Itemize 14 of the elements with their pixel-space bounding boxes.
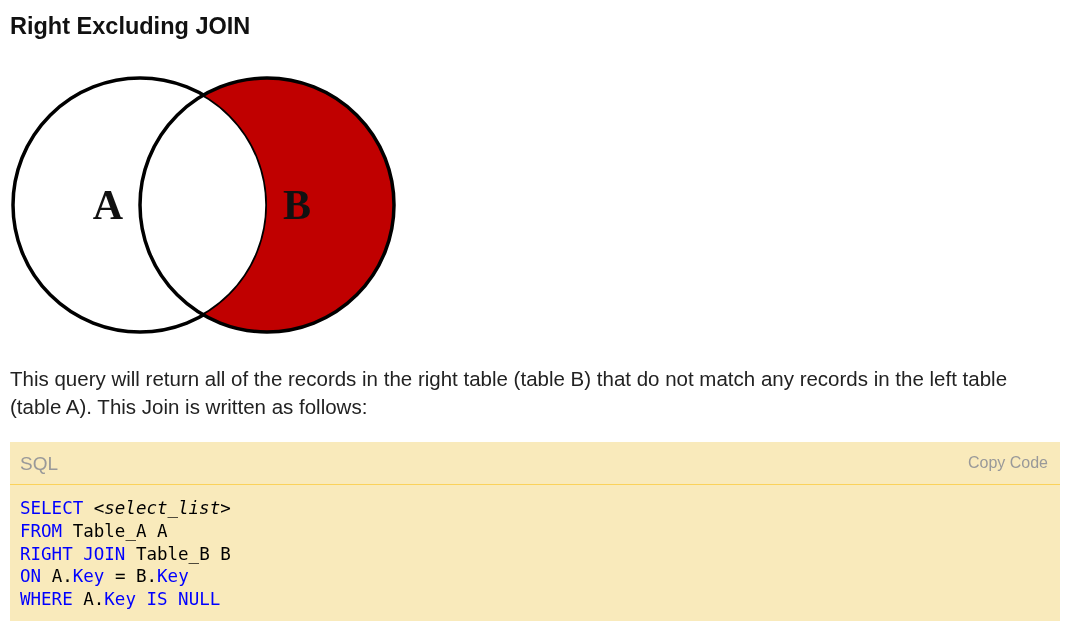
venn-circle bbox=[137, 75, 397, 335]
page-title: Right Excluding JOIN bbox=[10, 12, 251, 41]
venn-circle bbox=[10, 75, 270, 335]
code-line: FROM Table_A A bbox=[20, 519, 168, 543]
code-line: RIGHT JOIN Table_B B bbox=[20, 542, 231, 566]
code-language-label: SQL bbox=[20, 453, 59, 475]
description-text: This query will return all of the records in the right table (table B) that do not match any records in the left table (table A). This Join is written as follows: bbox=[10, 366, 1009, 420]
copy-code-link: Copy Code bbox=[967, 454, 1048, 473]
code-block bbox=[10, 442, 1060, 621]
set-label: B bbox=[283, 184, 311, 226]
code-line: SELECT <select_list> bbox=[20, 497, 231, 520]
set-label: A bbox=[92, 184, 124, 226]
code-line: ON A.Key = B.Key bbox=[20, 565, 189, 589]
code-line: WHERE A.Key IS NULL bbox=[20, 588, 221, 611]
